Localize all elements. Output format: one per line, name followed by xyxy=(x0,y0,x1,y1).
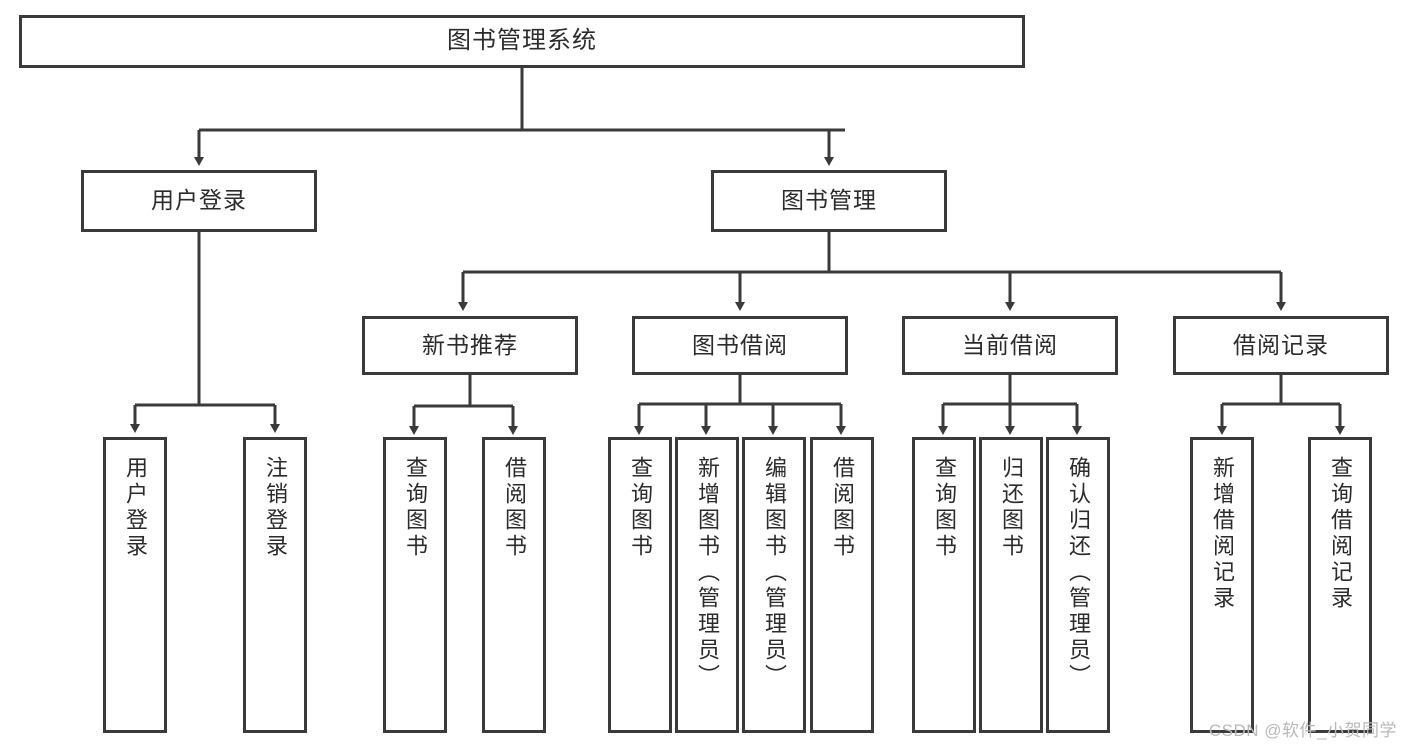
leaf-borrow-record-query[interactable]: 查询借阅记录 xyxy=(1308,437,1372,733)
node-label: 借阅图书 xyxy=(830,456,855,560)
leaf-book-borrow-edit[interactable]: 编辑图书（管理员） xyxy=(742,437,806,733)
node-label: 归还图书 xyxy=(999,456,1024,560)
node-borrow-record[interactable]: 借阅记录 xyxy=(1173,316,1389,375)
leaf-user-login-logout[interactable]: 注销登录 xyxy=(243,437,307,733)
leaf-book-borrow-borrow[interactable]: 借阅图书 xyxy=(810,437,874,733)
node-label: 新增借阅记录 xyxy=(1210,456,1235,612)
node-label: 用户登录 xyxy=(151,187,247,214)
node-label: 编辑图书（管理员） xyxy=(762,456,787,690)
leaf-new-book-query[interactable]: 查询图书 xyxy=(383,437,447,733)
node-label: 新书推荐 xyxy=(422,331,518,358)
leaf-new-book-borrow[interactable]: 借阅图书 xyxy=(482,437,546,733)
node-label: 查询图书 xyxy=(932,456,957,560)
leaf-current-borrow-confirm[interactable]: 确认归还（管理员） xyxy=(1046,437,1110,733)
node-label: 当前借阅 xyxy=(962,331,1058,358)
node-current-borrow[interactable]: 当前借阅 xyxy=(902,316,1118,375)
leaf-current-borrow-return[interactable]: 归还图书 xyxy=(979,437,1043,733)
node-new-book-recommend[interactable]: 新书推荐 xyxy=(362,316,578,375)
leaf-user-login-login[interactable]: 用户登录 xyxy=(103,437,167,733)
node-label: 借阅图书 xyxy=(502,456,527,560)
node-label: 注销登录 xyxy=(263,456,288,560)
leaf-book-borrow-add[interactable]: 新增图书（管理员） xyxy=(675,437,739,733)
node-user-login[interactable]: 用户登录 xyxy=(81,170,317,232)
node-label: 图书管理 xyxy=(781,187,877,214)
leaf-borrow-record-add[interactable]: 新增借阅记录 xyxy=(1190,437,1254,733)
node-label: 图书管理系统 xyxy=(447,27,597,55)
node-label: 图书借阅 xyxy=(692,331,788,358)
node-book-management[interactable]: 图书管理 xyxy=(711,170,947,232)
node-root-system[interactable]: 图书管理系统 xyxy=(19,15,1025,68)
node-label: 借阅记录 xyxy=(1233,331,1329,358)
csdn-watermark: CSDN @软件_小贺同学 xyxy=(1208,721,1397,740)
node-label: 新增图书（管理员） xyxy=(695,456,720,690)
node-label: 用户登录 xyxy=(123,456,148,560)
node-label: 查询图书 xyxy=(628,456,653,560)
leaf-book-borrow-query[interactable]: 查询图书 xyxy=(608,437,672,733)
node-book-borrow[interactable]: 图书借阅 xyxy=(632,316,848,375)
node-label: 查询图书 xyxy=(403,456,428,560)
node-label: 确认归还（管理员） xyxy=(1066,456,1091,690)
leaf-current-borrow-query[interactable]: 查询图书 xyxy=(912,437,976,733)
node-label: 查询借阅记录 xyxy=(1328,456,1353,612)
